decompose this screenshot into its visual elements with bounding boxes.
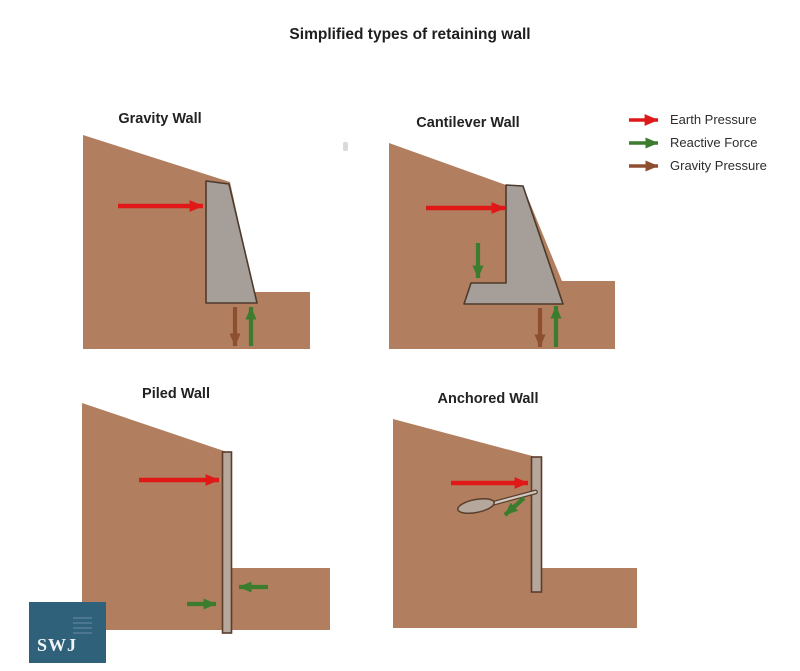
gravity-soil — [83, 135, 310, 349]
logo-text: SWJ — [37, 635, 78, 655]
swj-logo: SWJ — [29, 602, 106, 663]
legend-row-reactive-force: Reactive Force — [628, 133, 767, 152]
piled-wall-panel — [82, 403, 330, 634]
panel-title-anchored: Anchored Wall — [437, 391, 539, 407]
anchored-wall-panel — [393, 419, 637, 628]
cantilever-soil — [389, 143, 615, 349]
logo-fine-print — [73, 617, 92, 637]
stray-mark — [343, 142, 348, 151]
piled-soil — [82, 403, 330, 630]
legend-row-earth-pressure: Earth Pressure — [628, 110, 767, 129]
anchored-reactive-force-arrow — [503, 496, 526, 517]
panel-title-gravity: Gravity Wall — [118, 111, 202, 127]
panel-title-cantilever: Cantilever Wall — [416, 115, 520, 131]
earth-pressure-arrow-icon — [629, 113, 659, 126]
legend-label: Earth Pressure — [670, 112, 757, 127]
cantilever-wall-panel — [389, 143, 615, 349]
page-title: Simplified types of retaining wall — [289, 26, 531, 43]
legend-row-gravity-pressure: Gravity Pressure — [628, 156, 767, 175]
reactive-force-arrow-icon — [629, 137, 659, 148]
anchored-wall-pile — [530, 456, 543, 593]
legend-label: Gravity Pressure — [670, 158, 767, 173]
piled-wall-pile — [221, 451, 233, 634]
anchor-bulb — [457, 497, 495, 515]
cantilever-wall-shape — [463, 184, 564, 305]
gravity-pressure-arrow-icon — [629, 160, 659, 171]
anchored-soil — [393, 419, 637, 628]
gravity-wall-panel — [83, 135, 310, 349]
legend: Earth Pressure Reactive Force Gravity Pr… — [628, 110, 767, 179]
legend-label: Reactive Force — [670, 135, 758, 150]
gravity-wall-shape — [205, 180, 258, 304]
panel-title-piled: Piled Wall — [142, 386, 210, 402]
